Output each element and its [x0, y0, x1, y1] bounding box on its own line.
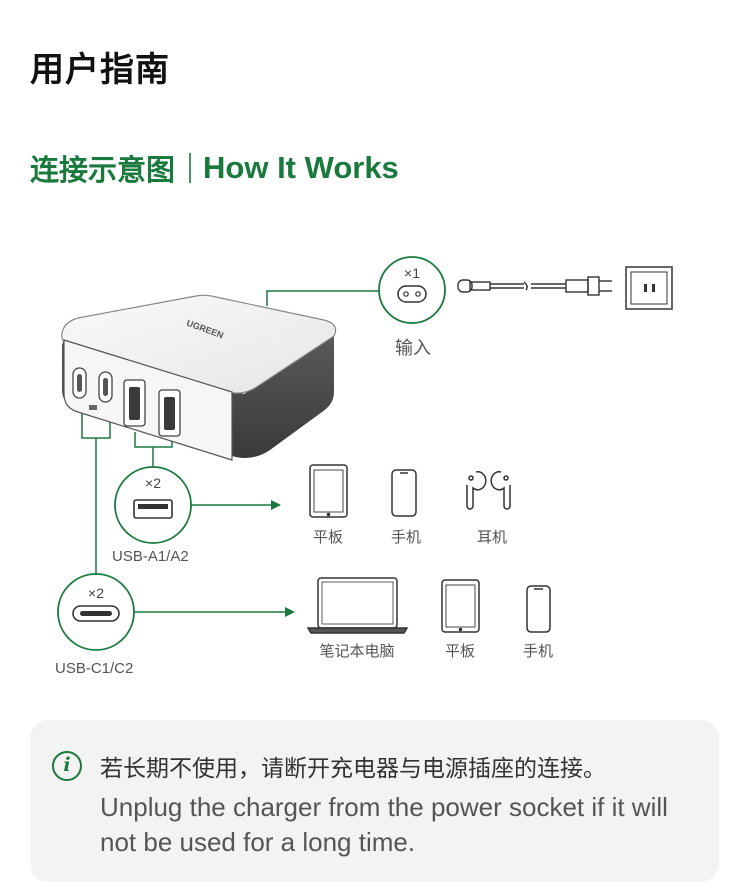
input-label: 输入	[395, 338, 431, 359]
input-badge	[378, 256, 446, 324]
usb-a-count: ×2	[145, 475, 161, 491]
section-title-zh: 连接示意图	[30, 153, 176, 187]
output-arrows	[132, 500, 295, 617]
device-label-tablet-2: 平板	[444, 642, 476, 660]
device-label-laptop: 笔记本电脑	[319, 642, 395, 660]
laptop-icon	[306, 577, 409, 634]
section-title-en: How It Works	[203, 150, 399, 185]
usb-c-arrow-head	[285, 607, 295, 617]
phone-icon-2	[526, 585, 551, 633]
input-connector	[266, 290, 379, 306]
usb-a-port-label: USB-A1/A2	[112, 548, 189, 565]
heading-divider	[189, 153, 192, 183]
tablet-icon	[309, 464, 348, 518]
notice-text-zh: 若长期不使用，请断开充电器与电源插座的连接。	[100, 756, 606, 782]
notice-text-en: Unplug the charger from the power socket…	[100, 792, 668, 857]
usb-c-port-1-slot	[77, 374, 82, 392]
usb-c-port-label: USB-C1/C2	[55, 660, 134, 677]
notice-box: i 若长期不使用，请断开充电器与电源插座的连接。 Unplug the char…	[30, 720, 719, 882]
wall-socket-icon	[625, 266, 673, 310]
charger-top	[61, 294, 337, 394]
input-count: ×1	[404, 265, 420, 281]
earbuds-icon	[466, 471, 511, 510]
info-icon: i	[52, 751, 82, 781]
usb-a-plug-icon	[133, 499, 173, 519]
device-label-phone-2: 手机	[522, 642, 554, 660]
usb-c-count: ×2	[88, 585, 104, 601]
usb-a-port-2-tongue	[164, 397, 175, 430]
charger-body: UGREEN	[61, 294, 337, 461]
usb-c-plug-icon	[72, 605, 120, 622]
section-heading: 连接示意图 How It Works	[30, 148, 399, 188]
figure8-socket-icon	[397, 285, 427, 303]
power-cable-icon	[457, 276, 612, 296]
charger-front	[63, 339, 233, 461]
device-label-phone: 手机	[390, 528, 422, 546]
tablet-icon-2	[441, 579, 480, 633]
device-label-tablet: 平板	[312, 528, 344, 546]
phone-icon	[391, 469, 417, 517]
usb-a-arrow-head	[271, 500, 281, 510]
guide-title: 用户指南	[30, 50, 170, 90]
usb-c-bracket-mark	[89, 405, 97, 410]
usb-a-port-1-tongue	[129, 387, 140, 420]
device-label-earbuds: 耳机	[476, 528, 508, 546]
usb-c-port-2-slot	[103, 378, 108, 396]
